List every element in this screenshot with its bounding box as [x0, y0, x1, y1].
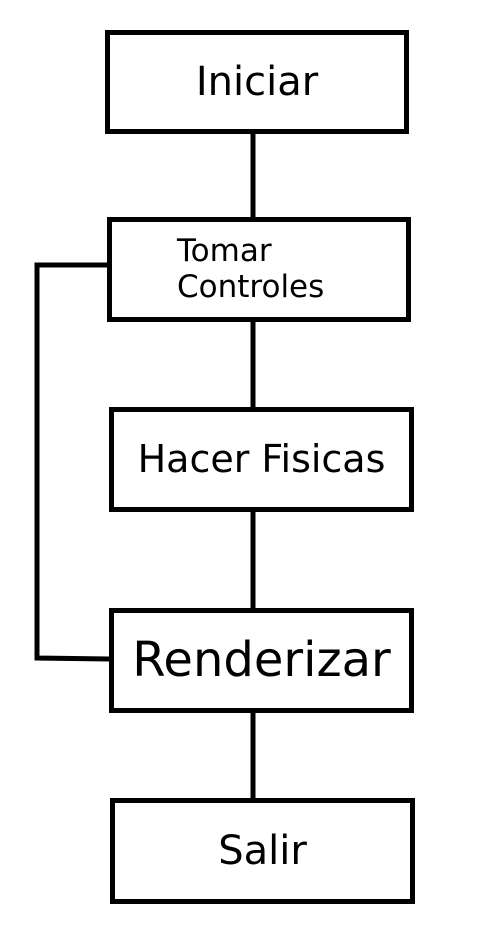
node-iniciar: Iniciar [105, 30, 409, 134]
node-hacer-fisicas: Hacer Fisicas [109, 407, 414, 512]
node-renderizar: Renderizar [109, 608, 414, 713]
edge-loop-render-tomar [34, 262, 110, 662]
node-salir: Salir [110, 798, 415, 904]
node-hacer-fisicas-label: Hacer Fisicas [137, 436, 386, 481]
node-tomar-controles: Tomar Controles [107, 217, 411, 322]
node-iniciar-label: Iniciar [195, 59, 319, 105]
node-tomar-controles-label: Tomar Controles [177, 232, 325, 305]
node-salir-label: Salir [218, 828, 307, 874]
node-renderizar-label: Renderizar [132, 631, 391, 688]
